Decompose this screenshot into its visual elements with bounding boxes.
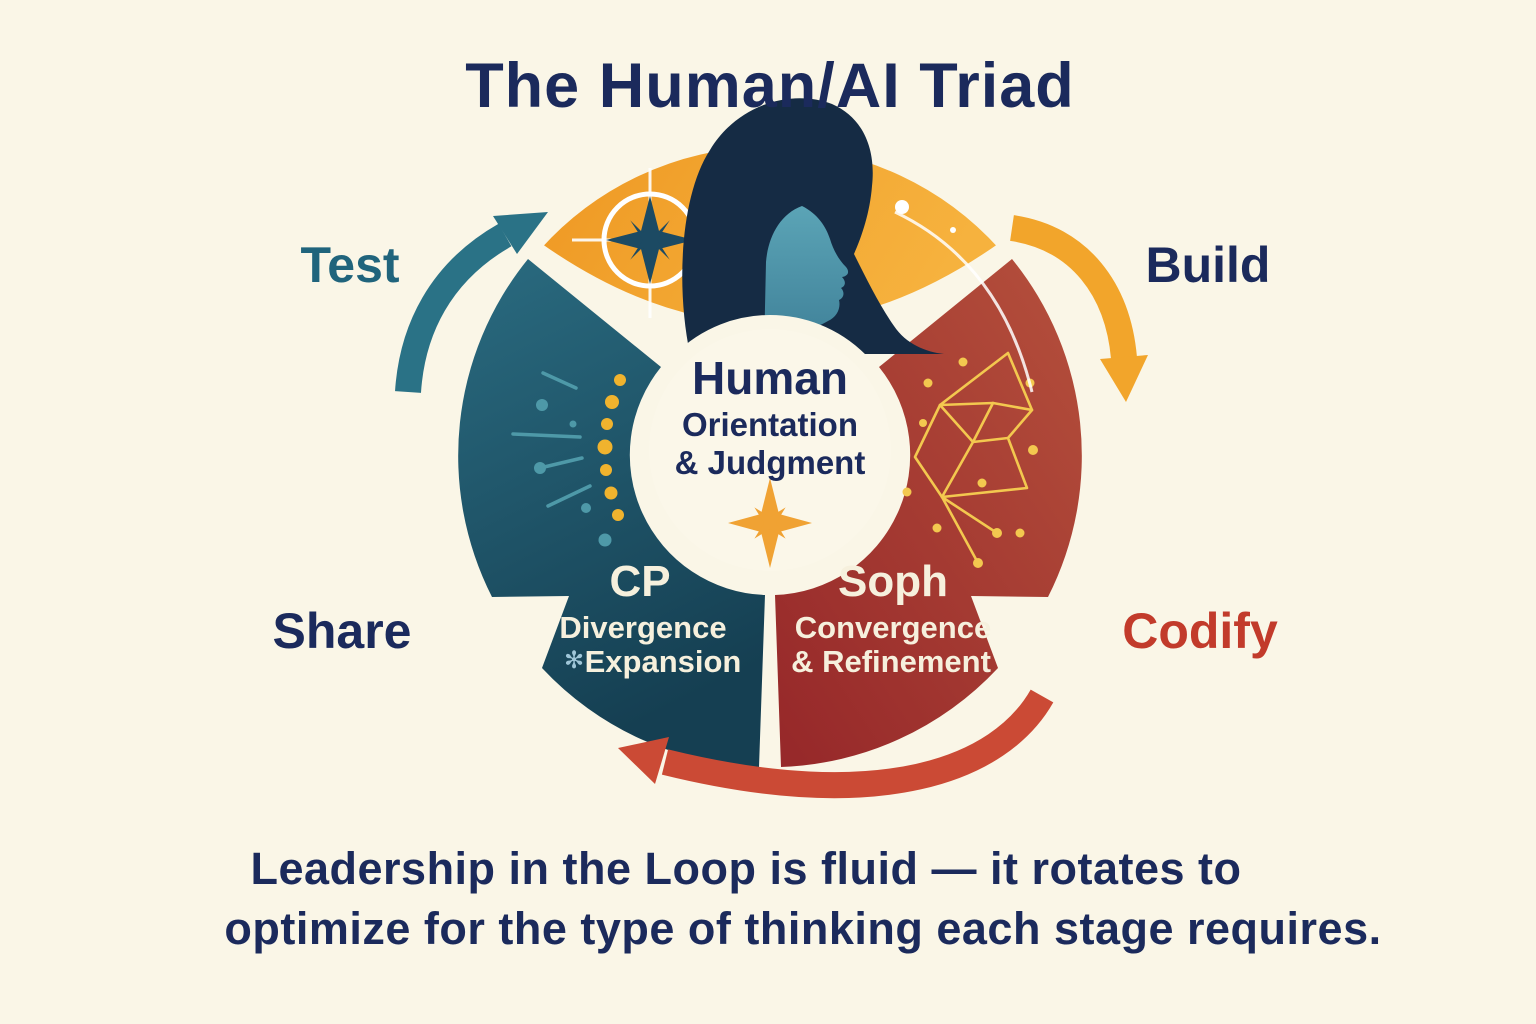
comet-icon: [894, 200, 1034, 393]
stage-label-codify: Codify: [1122, 603, 1278, 659]
left-segment-divergence: [458, 259, 765, 767]
left-segment-line1: Divergence: [559, 610, 726, 645]
build-arrow: [1009, 215, 1148, 402]
left-segment-title: CP: [609, 557, 670, 606]
right-segment-line2: & Refinement: [791, 644, 991, 679]
starburst-icon: [728, 478, 812, 568]
sparkle-glyph-icon: ✻: [564, 647, 584, 674]
right-segment-line1: Convergence: [795, 610, 991, 645]
caption-line1: Leadership in the Loop is fluid — it rot…: [250, 843, 1241, 894]
stage-label-test: Test: [300, 237, 399, 293]
right-segment-convergence: [775, 259, 1082, 767]
page-title: The Human/AI Triad: [465, 51, 1075, 121]
left-segment-line2: Expansion: [585, 644, 742, 679]
constellation-dots-icon: [902, 357, 1038, 568]
test-arrow: [395, 212, 548, 393]
center-title: Human: [692, 352, 848, 404]
woman-silhouette: [682, 98, 944, 354]
center-subtitle-line2: & Judgment: [675, 444, 866, 481]
divergence-rays-icon: [511, 371, 592, 508]
gold-dot-arc-icon: [597, 374, 626, 521]
face-shape: [764, 206, 849, 352]
center-subtitle-line1: Orientation: [682, 406, 858, 443]
caption-line2: optimize for the type of thinking each s…: [224, 903, 1381, 954]
constellation-icon: [913, 351, 1034, 565]
center-circle: [635, 315, 905, 585]
right-segment-title: Soph: [838, 557, 948, 606]
stage-label-build: Build: [1146, 237, 1271, 293]
divergence-dots-icon: [534, 399, 612, 547]
stage-label-share: Share: [273, 603, 412, 659]
share-arrow: [618, 689, 1054, 799]
